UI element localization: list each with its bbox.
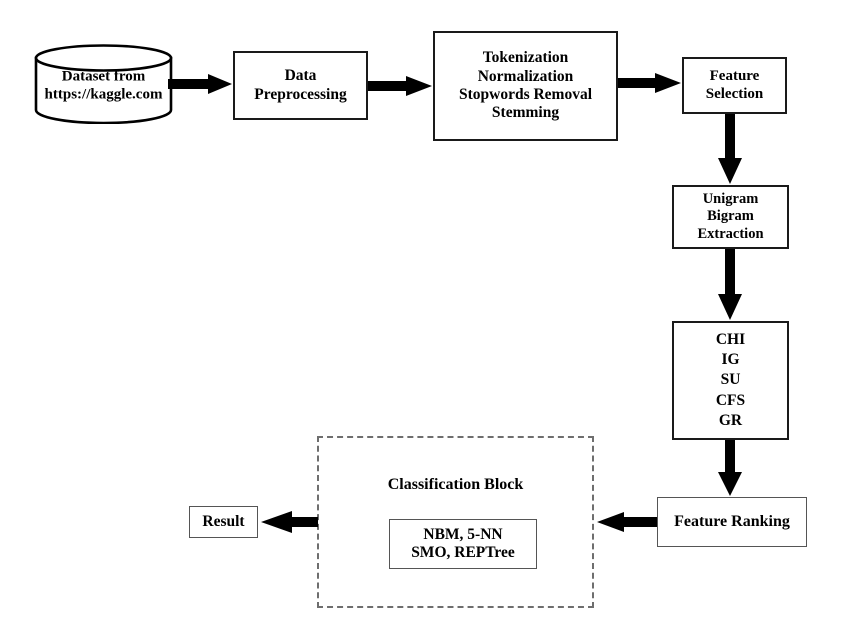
classification-block[interactable]: Classification Block	[317, 436, 594, 608]
dataset-source-label: Dataset from https://kaggle.com	[34, 67, 173, 103]
result-label: Result	[190, 513, 257, 531]
feature-selection-node[interactable]: Feature Selection	[682, 57, 787, 114]
metrics-label: CHI IG SU CFS GR	[674, 330, 787, 431]
ngram-line-2: Bigram	[707, 208, 754, 225]
ngram-extraction-label: Unigram Bigram Extraction	[674, 191, 787, 242]
metric-chi: CHI	[715, 331, 746, 349]
text-operations-node[interactable]: Tokenization Normalization Stopwords Rem…	[433, 31, 618, 141]
feature-ranking-line-1: Feature Ranking	[674, 512, 790, 530]
classifier-list-label: NBM, 5-NN SMO, REPTree	[390, 526, 536, 563]
preprocessing-line-1: Data	[284, 67, 317, 85]
arrow-preprocessing-to-textops	[368, 76, 432, 96]
feature-selection-label: Feature Selection	[684, 68, 785, 103]
feature-ranking-node[interactable]: Feature Ranking	[657, 497, 807, 547]
feature-selection-line-1: Feature	[709, 67, 760, 84]
feature-selection-line-2: Selection	[705, 85, 764, 102]
dataset-line-2: https://kaggle.com	[44, 86, 163, 103]
feature-ranking-label: Feature Ranking	[658, 513, 806, 532]
ngram-extraction-node[interactable]: Unigram Bigram Extraction	[672, 185, 789, 249]
cylinder-shape	[34, 44, 173, 124]
arrow-feature-ranking-to-classification	[597, 512, 657, 532]
metric-cfs: CFS	[715, 391, 746, 409]
arrow-ngram-to-metrics	[718, 249, 742, 320]
classifier-line-1: NBM, 5-NN	[423, 525, 503, 543]
data-preprocessing-node[interactable]: Data Preprocessing	[233, 51, 368, 120]
textops-line-1: Tokenization	[482, 49, 569, 67]
metric-su: SU	[720, 371, 741, 389]
data-preprocessing-label: Data Preprocessing	[235, 67, 366, 104]
feature-selection-metrics-node[interactable]: CHI IG SU CFS GR	[672, 321, 789, 440]
text-operations-label: Tokenization Normalization Stopwords Rem…	[435, 49, 616, 122]
textops-line-4: Stemming	[491, 104, 560, 122]
arrow-metrics-to-feature-ranking	[718, 440, 742, 496]
dataset-line-1: Dataset from	[61, 68, 146, 85]
textops-line-3: Stopwords Removal	[458, 86, 593, 103]
metric-gr: GR	[718, 411, 743, 429]
metric-ig: IG	[721, 351, 740, 369]
classifier-list-node[interactable]: NBM, 5-NN SMO, REPTree	[389, 519, 537, 569]
arrow-classification-to-result	[261, 511, 318, 533]
arrow-textops-to-feature-selection	[618, 73, 681, 93]
preprocessing-line-2: Preprocessing	[254, 85, 347, 103]
result-line-1: Result	[202, 512, 245, 530]
ngram-line-1: Unigram	[702, 191, 759, 208]
ngram-line-3: Extraction	[697, 225, 764, 242]
textops-line-2: Normalization	[477, 67, 574, 85]
classification-block-label: Classification Block	[387, 476, 524, 493]
classifier-line-2: SMO, REPTree	[411, 544, 515, 561]
result-node[interactable]: Result	[189, 506, 258, 538]
dataset-source-node[interactable]: Dataset from https://kaggle.com	[34, 44, 173, 124]
arrow-dataset-to-preprocessing	[168, 74, 232, 94]
arrow-feature-selection-to-ngram	[718, 114, 742, 184]
